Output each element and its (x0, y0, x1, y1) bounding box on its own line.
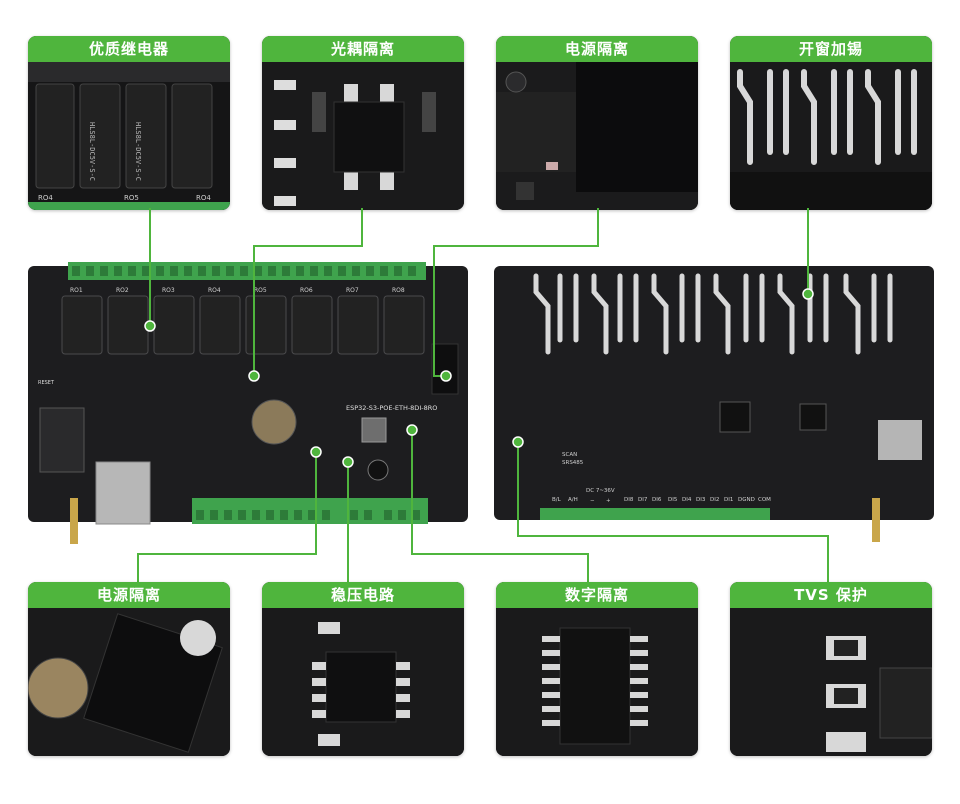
tvs-diode-closeup-photo (730, 608, 932, 756)
svg-text:HLS8L-DC5V-S-C: HLS8L-DC5V-S-C (134, 122, 142, 181)
callout-title: 电源隔离 (28, 582, 230, 608)
input-label: DI3 (696, 497, 706, 503)
front-board: RO1 RO2 RO3 RO4 RO5 RO6 RO7 RO8 RESET ES… (28, 262, 468, 544)
power-range-label: DC 7~36V (586, 488, 615, 494)
back-board: SCAN SRS485 DC 7~36V − + B/L A/H DI8 DI7… (494, 266, 934, 542)
input-label: B/L (552, 497, 562, 503)
connector-dots (144, 288, 814, 468)
exposed-solder-closeup-photo (730, 62, 932, 210)
input-label: DI6 (652, 497, 662, 503)
callout-digital-isolation: 数字隔离 (496, 582, 698, 756)
relay-label: RO5 (254, 287, 267, 294)
relay-part-text: HLS8L-DC5V-S-C (88, 122, 96, 181)
svg-text:RO4: RO4 (38, 194, 53, 202)
power-isolation-module-photo (28, 608, 230, 756)
rs485-label: SRS485 (562, 460, 584, 466)
input-label: DI1 (724, 497, 733, 503)
digital-isolator-closeup-photo (496, 608, 698, 756)
optocoupler-closeup-photo (262, 62, 464, 210)
callout-title: 光耦隔离 (262, 36, 464, 62)
relay-label: RO2 (116, 287, 129, 294)
regulator-closeup-photo (262, 608, 464, 756)
reset-label: RESET (38, 380, 55, 386)
callout-tvs-protection: TVS 保护 (730, 582, 932, 756)
callout-title: 开窗加锡 (730, 36, 932, 62)
callout-title: 稳压电路 (262, 582, 464, 608)
relay-label: RO7 (346, 287, 359, 294)
svg-text:RO4: RO4 (196, 194, 211, 202)
input-label: COM (758, 497, 771, 503)
relay-label: RO8 (392, 287, 405, 294)
relay-label: RO1 (70, 287, 83, 294)
input-label: DI2 (710, 497, 719, 503)
power-plus-label: + (606, 498, 611, 504)
callout-regulator: 稳压电路 (262, 582, 464, 756)
model-silkscreen: ESP32-S3-POE-ETH-8DI-8RO (346, 404, 437, 412)
relay-label: RO6 (300, 287, 313, 294)
input-label: DI8 (624, 497, 634, 503)
relay-label: RO4 (208, 287, 221, 294)
callout-exposed-solder: 开窗加锡 (730, 36, 932, 210)
callout-power-isolation: 电源隔离 (496, 36, 698, 210)
input-label: DI5 (668, 497, 678, 503)
input-label: DGND (738, 497, 755, 503)
callout-title: TVS 保护 (730, 582, 932, 608)
power-minus-label: − (590, 498, 595, 504)
svg-text:RO5: RO5 (124, 194, 139, 202)
connector-lines (137, 208, 829, 582)
callout-optocoupler: 光耦隔离 (262, 36, 464, 210)
callout-title: 电源隔离 (496, 36, 698, 62)
callout-title: 优质继电器 (28, 36, 230, 62)
input-label: A/H (568, 497, 578, 503)
input-label: DI7 (638, 497, 648, 503)
relay-closeup-photo: HLS8L-DC5V-S-C HLS8L-DC5V-S-C RO4 RO5 RO4 (28, 62, 230, 210)
callout-power-isolation-bottom: 电源隔离 (28, 582, 230, 756)
input-label: DI4 (682, 497, 692, 503)
callout-title: 数字隔离 (496, 582, 698, 608)
can-label: SCAN (562, 452, 577, 458)
relay-label: RO3 (162, 287, 175, 294)
callout-relay: 优质继电器 HLS8L-DC5V-S-C HLS8L-DC5V-S-C RO4 R… (28, 36, 230, 210)
power-isolation-closeup-photo (496, 62, 698, 210)
